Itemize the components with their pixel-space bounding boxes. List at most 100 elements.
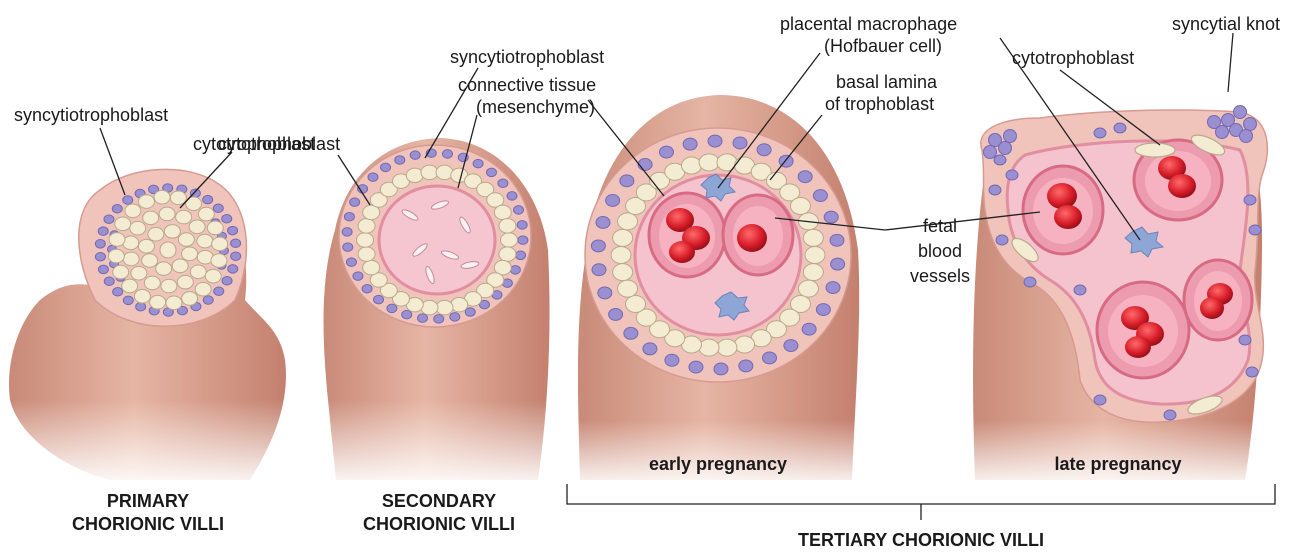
syncytial-nucleus xyxy=(739,360,753,372)
cytotrophoblast-cell xyxy=(618,213,638,230)
label-hofbauer-cell: (Hofbauer cell) xyxy=(824,36,942,56)
syncytial-nucleus xyxy=(798,171,812,183)
cytotrophoblast-cell xyxy=(805,247,825,264)
syncytial-nucleus xyxy=(228,226,238,235)
syncytial-nucleus xyxy=(486,168,496,177)
cytotrophoblast-cell xyxy=(618,280,638,297)
cytotrophoblast-cell xyxy=(125,204,141,218)
cytotrophoblast-cell xyxy=(148,227,164,241)
cytotrophoblast-cell xyxy=(172,259,188,273)
syncytial-nucleus xyxy=(994,155,1006,165)
label-fetal: fetal xyxy=(923,216,957,236)
syncytial-nucleus xyxy=(606,195,620,207)
cytotrophoblast-cell xyxy=(790,198,810,215)
syncytial-nucleus xyxy=(665,354,679,366)
cytotrophoblast-cell xyxy=(160,242,176,258)
cytotrophoblast-cell xyxy=(182,247,198,261)
cytotrophoblast-cell xyxy=(131,266,147,280)
cytotrophoblast-cell xyxy=(207,221,223,235)
cytotrophoblast-cell xyxy=(166,296,182,310)
cytotrophoblast-cell xyxy=(150,295,166,309)
syncytial-nucleus xyxy=(343,243,353,252)
cytotrophoblast-cell xyxy=(211,254,227,268)
cytotrophoblast-cell xyxy=(803,264,823,281)
syncytial-nucleus xyxy=(190,189,200,198)
syncytial-nucleus xyxy=(104,215,114,224)
syncytial-nucleus xyxy=(104,277,114,286)
syncytial-nucleus xyxy=(434,315,444,324)
syncytial-nucleus xyxy=(123,296,133,305)
syncytial-nucleus xyxy=(222,276,232,285)
cytotrophoblast-cell xyxy=(798,280,818,297)
syncytial-nucleus xyxy=(592,264,606,276)
syncytial-nucleus xyxy=(510,266,520,275)
syncytial-nucleus xyxy=(643,343,657,355)
syncytial-nucleus xyxy=(620,175,634,187)
syncytial-nucleus xyxy=(1094,395,1106,405)
cytotrophoblast-cell xyxy=(499,247,516,261)
cytotrophoblast-cell xyxy=(164,225,180,239)
cytotrophoblast-cell xyxy=(406,168,423,182)
label-basal-lamina: basal lamina xyxy=(836,72,938,92)
cytotrophoblast-cell xyxy=(436,300,453,314)
cytotrophoblast-cell xyxy=(681,157,701,174)
cytotrophoblast-cell xyxy=(717,339,737,356)
label-mesenchyme: (mesenchyme) xyxy=(476,97,595,117)
knot-nucleus xyxy=(1004,130,1017,143)
syncytial-nucleus xyxy=(1164,410,1176,420)
caption-secondary-line2: CHORIONIC VILLI xyxy=(363,514,515,534)
cytotrophoblast-cell xyxy=(130,221,146,235)
syncytial-nucleus xyxy=(112,204,122,213)
syncytial-nucleus xyxy=(95,240,105,249)
caption-early-pregnancy: early pregnancy xyxy=(649,454,787,474)
syncytial-nucleus xyxy=(514,206,524,215)
cytotrophoblast-cell xyxy=(499,219,516,233)
syncytial-nucleus xyxy=(1094,128,1106,138)
syncytial-nucleus xyxy=(228,265,238,274)
syncytial-nucleus xyxy=(344,212,354,221)
syncytial-nucleus xyxy=(802,323,816,335)
cytotrophoblast-cell xyxy=(138,195,154,209)
cytotrophoblast-cell xyxy=(144,276,160,290)
syncytial-nucleus xyxy=(689,361,703,373)
syncytial-nucleus xyxy=(830,234,844,246)
cytotrophoblast-cell xyxy=(195,282,211,296)
cytotrophoblast-cell xyxy=(143,211,159,225)
cytotrophoblast-cell xyxy=(197,234,213,248)
cytotrophoblast-cell xyxy=(613,229,633,246)
cytotrophoblast-cell xyxy=(161,279,177,293)
tertiary-villus-late xyxy=(960,106,1280,491)
cytotrophoblast-cell xyxy=(358,219,375,233)
syncytial-nucleus xyxy=(98,265,108,274)
label-of-trophoblast: of trophoblast xyxy=(825,94,934,114)
cytotrophoblast-cell xyxy=(699,339,719,356)
cytotrophoblast-cell xyxy=(123,252,139,266)
syncytial-nucleus xyxy=(516,251,526,260)
syncytial-nucleus xyxy=(395,156,405,165)
syncytial-nucleus xyxy=(1074,285,1086,295)
cytotrophoblast-cell xyxy=(190,265,206,279)
syncytial-nucleus xyxy=(222,214,232,223)
label-syncytial-knot: syncytial knot xyxy=(1172,14,1280,34)
late-fetal-vessel-lower-right xyxy=(1184,260,1252,340)
cytotrophoblast-cell xyxy=(108,249,124,263)
cytotrophoblast-cell xyxy=(189,220,205,234)
label-cytotrophoblast-tertiary: cytotrophoblast xyxy=(1012,48,1134,68)
syncytial-nucleus xyxy=(498,179,508,188)
syncytial-nucleus xyxy=(402,310,412,319)
cytotrophoblast-cell xyxy=(122,279,138,293)
syncytial-nucleus xyxy=(598,287,612,299)
cytotrophoblast-cell xyxy=(358,247,375,261)
syncytial-nucleus xyxy=(507,192,517,201)
caption-primary-line2: CHORIONIC VILLI xyxy=(72,514,224,534)
syncytial-nucleus xyxy=(683,138,697,150)
syncytial-nucleus xyxy=(638,159,652,171)
syncytial-nucleus xyxy=(213,204,223,213)
syncytial-nucleus xyxy=(763,352,777,364)
syncytial-nucleus xyxy=(95,253,105,262)
syncytial-nucleus xyxy=(231,239,241,248)
cytotrophoblast-cell xyxy=(177,275,193,289)
syncytial-nucleus xyxy=(591,240,605,252)
syncytial-nucleus xyxy=(353,272,363,281)
syncytial-nucleus xyxy=(98,227,108,236)
